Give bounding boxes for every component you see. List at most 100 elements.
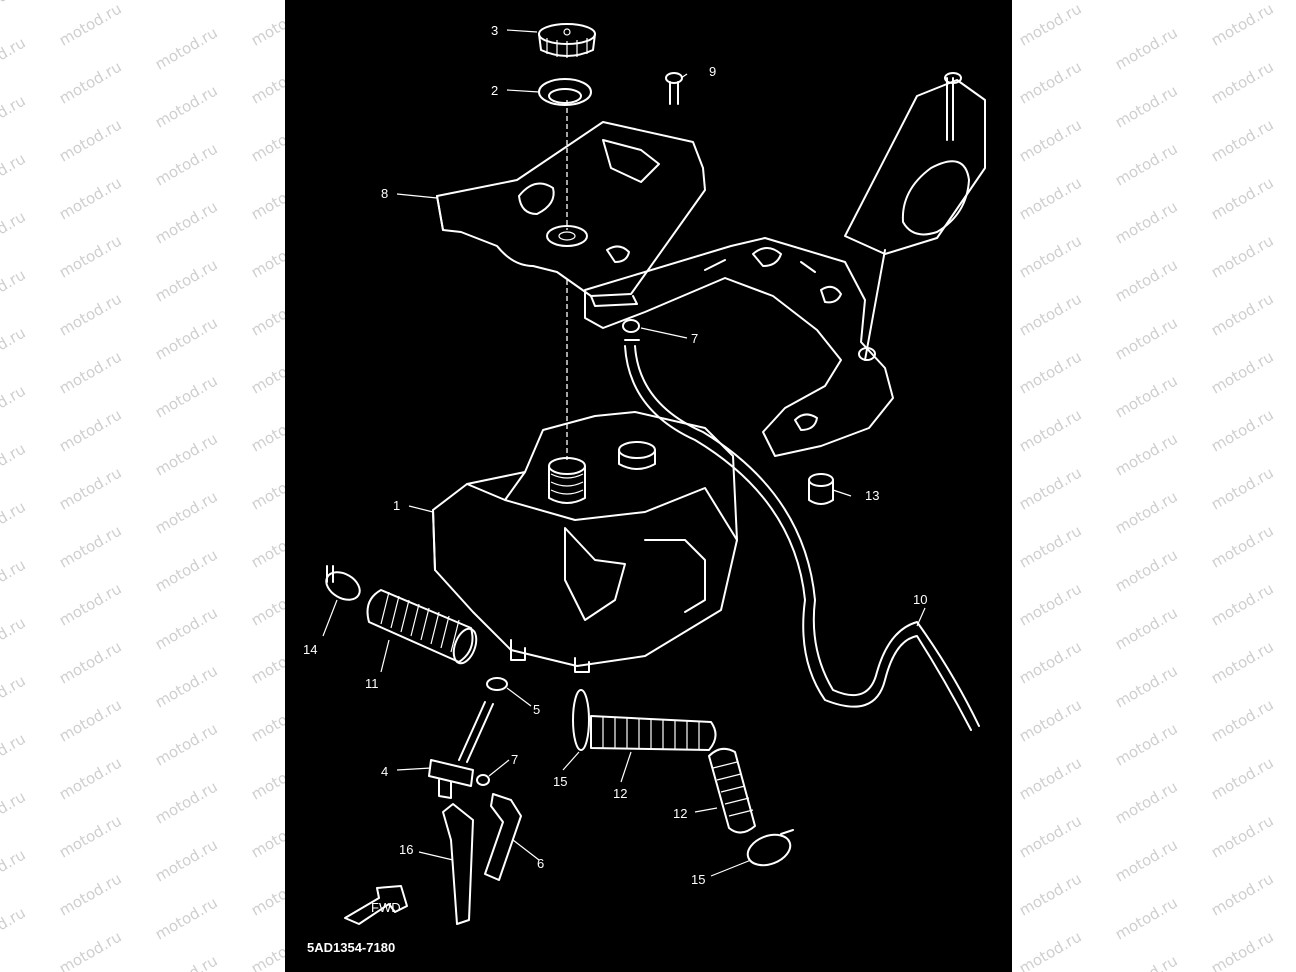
watermark-text: motod.ru [1112, 545, 1181, 596]
part-hose-clamp-14 [325, 565, 361, 601]
watermark-text: motod.ru [152, 661, 221, 712]
watermark-text: motod.ru [1016, 289, 1085, 340]
watermark-text: motod.ru [1016, 521, 1085, 572]
watermark-text: motod.ru [152, 81, 221, 132]
callout-12-middle: 12 [613, 786, 627, 801]
watermark-text: motod.ru [1208, 869, 1277, 920]
watermark-text: motod.ru [1016, 695, 1085, 746]
watermark-text: motod.ru [1016, 637, 1085, 688]
watermark-text: motod.ru [1208, 57, 1277, 108]
watermark-text: motod.ru [152, 23, 221, 74]
callout-2: 2 [491, 83, 498, 98]
watermark-text: motod.ru [1208, 695, 1277, 746]
watermark-text: motod.ru [1112, 835, 1181, 886]
watermark-text: motod.ru [1016, 173, 1085, 224]
watermark-text: motod.ru [0, 0, 29, 26]
watermark-text: motod.ru [1112, 603, 1181, 654]
part-vent-hose [624, 345, 980, 731]
watermark-text: motod.ru [1016, 753, 1085, 804]
watermark-text: motod.ru [1208, 0, 1277, 50]
callout-8: 8 [381, 186, 388, 201]
watermark-text: motod.ru [152, 487, 221, 538]
part-clip-upper [622, 319, 640, 341]
callout-10: 10 [913, 592, 927, 607]
watermark-text: motod.ru [1112, 952, 1181, 972]
part-hose-clamp-15-left [572, 689, 590, 751]
part-pipe-16 [442, 803, 474, 925]
part-clip-lower [476, 774, 490, 786]
watermark-text: motod.ru [1112, 313, 1181, 364]
watermark-text: motod.ru [152, 719, 221, 770]
watermark-text: motod.ru [1016, 927, 1085, 972]
watermark-text: motod.ru [152, 893, 221, 944]
watermark-text: motod.ru [1016, 869, 1085, 920]
watermark-text: motod.ru [56, 289, 125, 340]
watermark-text: motod.ru [1208, 811, 1277, 862]
watermark-text: motod.ru [1112, 661, 1181, 712]
part-bracket-plate [436, 121, 706, 307]
callout-1: 1 [393, 498, 400, 513]
watermark-text: motod.ru [56, 695, 125, 746]
watermark-text: motod.ru [152, 603, 221, 654]
watermark-text: motod.ru [1112, 429, 1181, 480]
watermark-text: motod.ru [152, 545, 221, 596]
part-clamp-5 [486, 677, 508, 691]
part-bolt-9 [665, 72, 683, 105]
callout-11: 11 [365, 676, 379, 691]
watermark-text: motod.ru [1016, 57, 1085, 108]
watermark-text: motod.ru [1016, 463, 1085, 514]
callout-leaders [322, 29, 926, 877]
diagram-svg: FWD 3 2 9 8 7 1 [303, 23, 986, 955]
watermark-text: motod.ru [1016, 0, 1085, 50]
watermark-text: motod.ru [56, 869, 125, 920]
watermark-text: motod.ru [152, 952, 221, 972]
watermark-text: motod.ru [56, 405, 125, 456]
watermark-text: motod.ru [1016, 347, 1085, 398]
watermark-text: motod.ru [1112, 81, 1181, 132]
watermark-text: motod.ru [1112, 23, 1181, 74]
watermark-text: motod.ru [1016, 231, 1085, 282]
watermark-text: motod.ru [56, 173, 125, 224]
fwd-arrow-icon: FWD [344, 885, 408, 925]
callout-3: 3 [491, 23, 498, 38]
watermark-text: motod.ru [56, 0, 125, 50]
watermark-text: motod.ru [1016, 405, 1085, 456]
watermark-text: motod.ru [1112, 777, 1181, 828]
watermark-text: motod.ru [152, 255, 221, 306]
callout-6: 6 [537, 856, 544, 871]
part-frame-bracket [584, 72, 986, 457]
watermark-text: motod.ru [1208, 173, 1277, 224]
watermark-text: motod.ru [1016, 115, 1085, 166]
watermark-text: motod.ru [0, 729, 29, 780]
watermark-text: motod.ru [1208, 347, 1277, 398]
watermark-text: motod.ru [56, 579, 125, 630]
watermark-text: motod.ru [56, 347, 125, 398]
callout-7-lower: 7 [511, 752, 518, 767]
fwd-label: FWD [371, 900, 401, 915]
watermark-text: motod.ru [1208, 579, 1277, 630]
watermark-text: motod.ru [1208, 231, 1277, 282]
callout-14: 14 [303, 642, 317, 657]
watermark-text: motod.ru [0, 671, 29, 722]
part-hose-11 [366, 589, 478, 665]
watermark-text: motod.ru [0, 207, 29, 258]
watermark-text: motod.ru [1208, 637, 1277, 688]
watermark-text: motod.ru [56, 521, 125, 572]
watermark-text: motod.ru [0, 323, 29, 374]
part-code-label: 5AD1354-7180 [307, 940, 395, 955]
watermark-text: motod.ru [1112, 255, 1181, 306]
watermark-text: motod.ru [0, 33, 29, 84]
watermark-text: motod.ru [1016, 579, 1085, 630]
callout-15-right: 15 [691, 872, 705, 887]
watermark-text: motod.ru [56, 927, 125, 972]
watermark-text: motod.ru [0, 265, 29, 316]
watermark-text: motod.ru [0, 497, 29, 548]
watermark-text: motod.ru [56, 637, 125, 688]
watermark-text: motod.ru [1112, 487, 1181, 538]
part-hose-12-right [708, 747, 756, 834]
watermark-text: motod.ru [1112, 139, 1181, 190]
watermark-text: motod.ru [1208, 115, 1277, 166]
watermark-text: motod.ru [152, 197, 221, 248]
exploded-parts-diagram: FWD 3 2 9 8 7 1 [285, 0, 1012, 972]
callout-7-upper: 7 [691, 331, 698, 346]
